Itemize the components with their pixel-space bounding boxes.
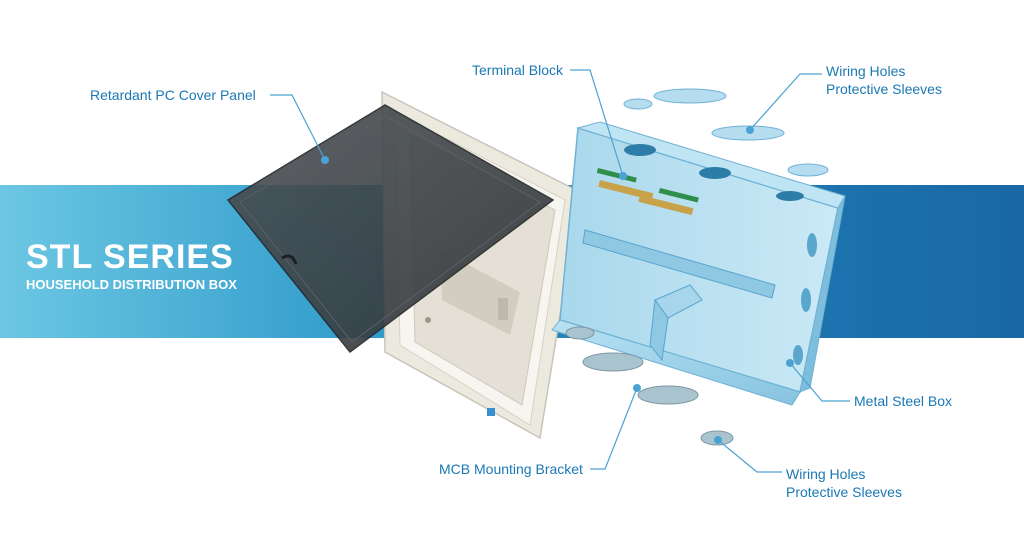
leader-dots — [321, 126, 794, 444]
label-metal-steel-box: Metal Steel Box — [854, 393, 953, 409]
pc-cover-panel — [226, 104, 555, 354]
label-cover-panel: Retardant PC Cover Panel — [90, 87, 256, 103]
label-wiring-holes-bottom: Wiring Holes Protective Sleeves — [786, 466, 902, 500]
terminal-block — [596, 168, 699, 216]
wiring-sleeves-top — [623, 88, 829, 177]
leader-lines — [270, 69, 850, 473]
series-subtitle: HOUSEHOLD DISTRIBUTION BOX — [26, 277, 237, 292]
metal-steel-box — [551, 121, 846, 406]
wiring-sleeves-bottom — [565, 326, 734, 446]
label-terminal-block: Terminal Block — [472, 62, 564, 78]
series-title: STL SERIES — [26, 238, 234, 276]
label-wiring-holes-top: Wiring Holes Protective Sleeves — [826, 63, 942, 97]
label-mcb-bracket: MCB Mounting Bracket — [439, 461, 583, 477]
